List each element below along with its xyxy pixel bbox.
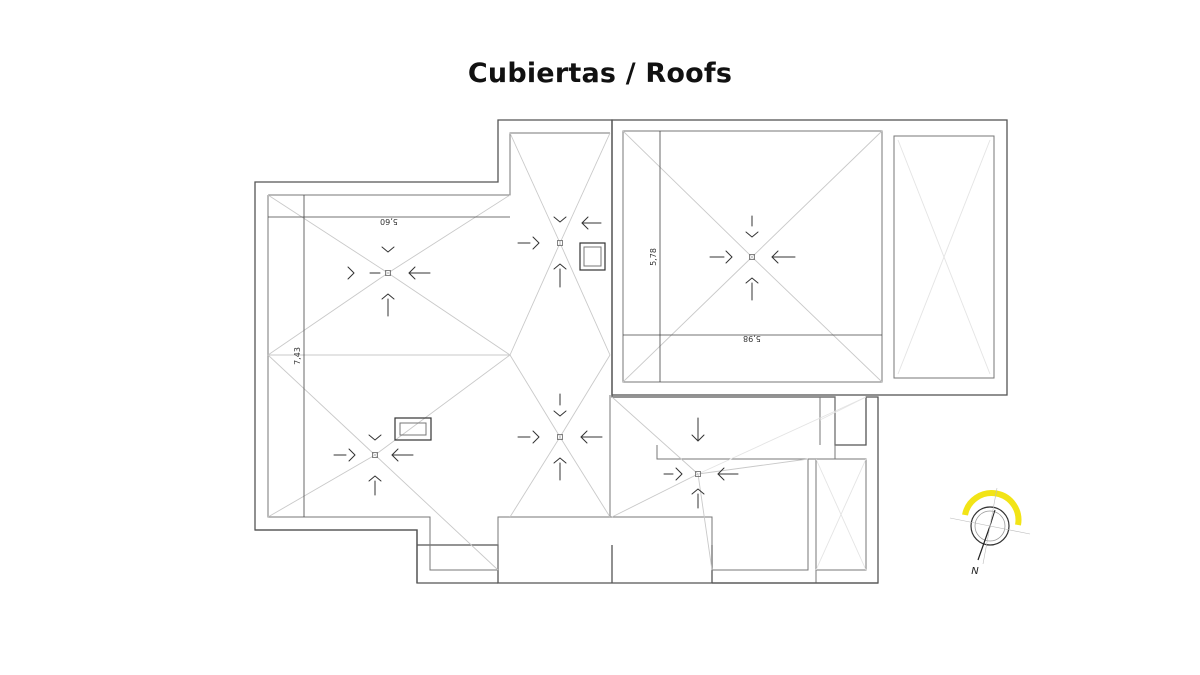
hip-lines-left-top	[267, 194, 511, 356]
dimension-lines	[268, 131, 882, 517]
dimension-label-height-right: 5,78	[649, 248, 658, 266]
hip-lines-right-block	[622, 130, 991, 383]
slope-arrows	[333, 215, 796, 509]
hip-lines-center-top	[509, 132, 611, 356]
north-label: N	[971, 566, 979, 577]
skylight-box-top	[579, 242, 606, 271]
lower-right-strip	[815, 397, 867, 583]
page-title: Cubiertas / Roofs	[467, 58, 733, 89]
inner-parapet-outline	[267, 132, 836, 571]
right-block-outer	[611, 119, 1008, 396]
outer-wall-outline	[254, 119, 879, 584]
drain-markers	[372, 240, 755, 477]
right-block-inner	[622, 130, 883, 383]
dimension-label-height-left: 7,43	[293, 347, 302, 365]
hip-lines-left-bottom	[267, 354, 511, 571]
north-compass	[949, 487, 1031, 565]
hip-lines-lower-right	[611, 396, 867, 571]
skylight-box-bottom	[394, 417, 432, 441]
hip-lines-center-bottom	[509, 354, 611, 518]
side-skylight-frame	[893, 135, 995, 379]
dimension-label-width-right: 5,98	[743, 334, 761, 343]
dimension-label-width-left: 5,60	[380, 217, 398, 226]
lower-left-step	[255, 529, 498, 584]
